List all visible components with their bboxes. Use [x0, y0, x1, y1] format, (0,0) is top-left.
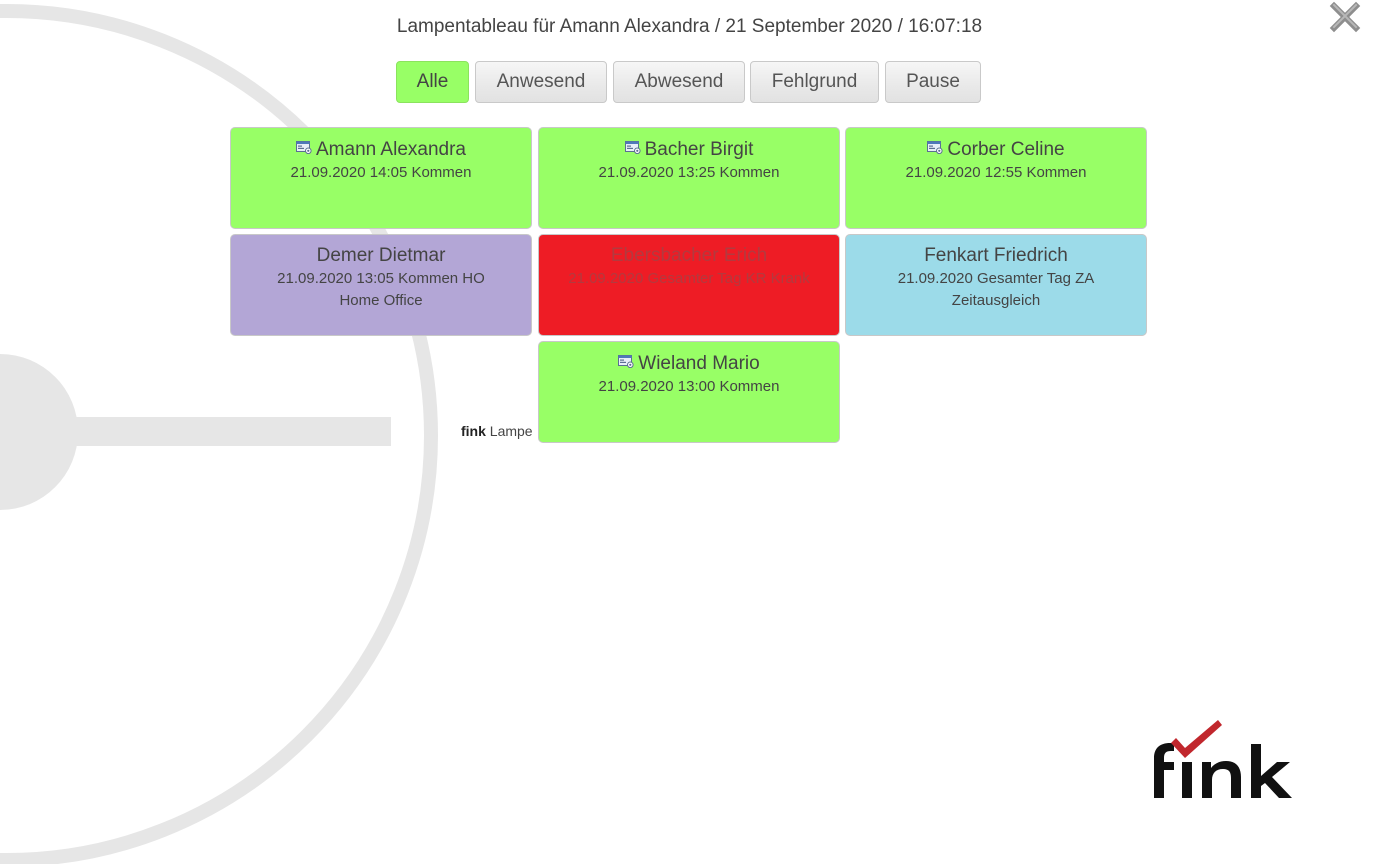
employee-tile-ebersbacher-erich[interactable]: Ebersbacher Erich 21.09.2020 Gesamter Ta… — [538, 234, 840, 336]
employee-absence-note: Home Office — [339, 292, 423, 309]
filter-button-fehlgrund[interactable]: Fehlgrund — [750, 61, 879, 103]
employee-tile-amann-alexandra[interactable]: Amann Alexandra 21.09.2020 14:05 Kommen — [230, 127, 532, 229]
page-title: Lampentableau für Amann Alexandra / 21 S… — [396, 16, 983, 37]
employee-name: Wieland Mario — [638, 353, 760, 374]
employee-status: 21.09.2020 12:55 Kommen — [905, 164, 1087, 181]
employee-name: Amann Alexandra — [316, 139, 466, 160]
employee-tile-fenkart-friedrich[interactable]: Fenkart Friedrich 21.09.2020 Gesamter Ta… — [845, 234, 1147, 336]
employee-name: Demer Dietmar — [316, 245, 446, 266]
employee-name: Ebersbacher Erich — [610, 245, 768, 266]
fink-logo — [1154, 720, 1292, 798]
id-card-icon — [624, 137, 641, 155]
employee-name-row: Corber Celine — [846, 137, 1146, 161]
employee-name-row: Amann Alexandra — [231, 137, 531, 161]
employee-tile-wieland-mario[interactable]: Wieland Mario 21.09.2020 13:00 Kommen — [538, 341, 840, 443]
employee-status: 21.09.2020 14:05 Kommen — [290, 164, 472, 181]
employee-status: 21.09.2020 13:25 Kommen — [598, 164, 780, 181]
employee-status: 21.09.2020 Gesamter Tag ZA — [897, 270, 1095, 287]
employee-absence-note: Zeitausgleich — [951, 292, 1041, 309]
filter-button-alle[interactable]: Alle — [396, 61, 469, 103]
footer-brand-bold: fink — [461, 423, 486, 439]
employee-tile-corber-celine[interactable]: Corber Celine 21.09.2020 12:55 Kommen — [845, 127, 1147, 229]
filter-button-abwesend[interactable]: Abwesend — [613, 61, 745, 103]
close-button[interactable] — [1327, 0, 1363, 34]
employee-status: 21.09.2020 13:05 Kommen HO — [277, 270, 485, 287]
employee-name: Fenkart Friedrich — [924, 245, 1068, 266]
employee-name-row: Bacher Birgit — [539, 137, 839, 161]
id-card-icon — [618, 351, 634, 369]
employee-name-row: Wieland Mario — [539, 351, 839, 375]
id-card-icon — [927, 137, 943, 155]
id-card-icon — [296, 137, 312, 155]
footer-brand-text: Lampe — [489, 423, 533, 439]
background-bar-graphic — [0, 417, 391, 446]
filter-button-pause[interactable]: Pause — [885, 61, 981, 103]
employee-name: Corber Celine — [947, 139, 1065, 160]
employee-status: 21.09.2020 Gesamter Tag KR Krank — [568, 270, 810, 287]
employee-name: Bacher Birgit — [644, 139, 754, 160]
close-x-icon — [1329, 1, 1361, 33]
employee-status: 21.09.2020 13:00 Kommen — [598, 378, 780, 395]
filter-button-anwesend[interactable]: Anwesend — [475, 61, 607, 103]
employee-tile-demer-dietmar[interactable]: Demer Dietmar 21.09.2020 13:05 Kommen HO… — [230, 234, 532, 336]
footer-brand-label: fink Lampe — [461, 423, 533, 439]
employee-tile-bacher-birgit[interactable]: Bacher Birgit 21.09.2020 13:25 Kommen — [538, 127, 840, 229]
